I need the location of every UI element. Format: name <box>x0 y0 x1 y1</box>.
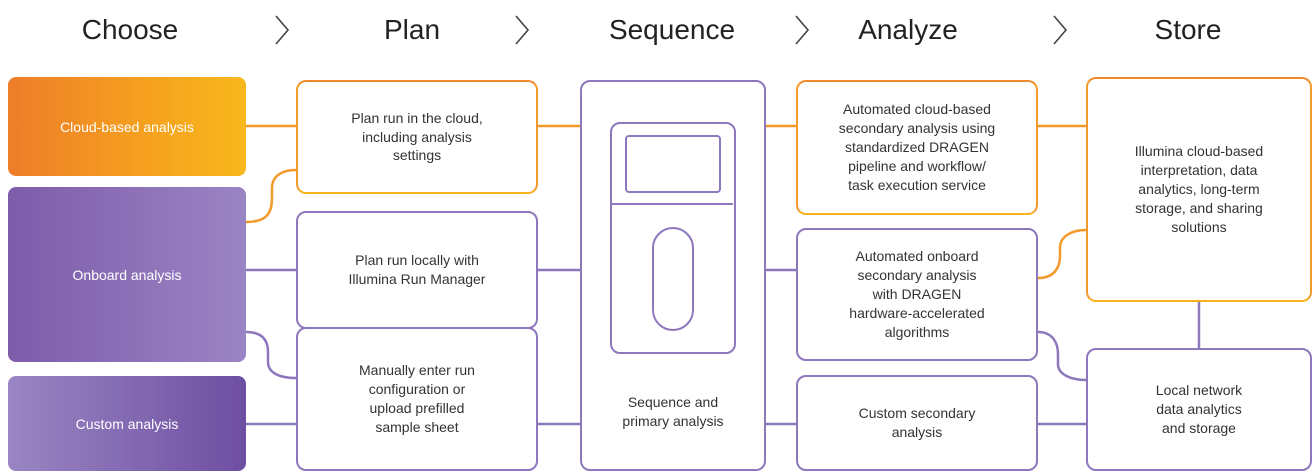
chevron-right-icon <box>515 15 530 45</box>
store-cloud-line: analytics, long-term <box>1138 181 1260 198</box>
plan-local-box: Plan run locally with Illumina Run Manag… <box>296 211 538 329</box>
plan-local-line: Plan run locally with <box>355 252 479 269</box>
instrument-slot <box>652 227 694 331</box>
choice-cloud-analysis: Cloud-based analysis <box>8 77 246 176</box>
plan-manual-line: Manually enter run <box>359 362 475 379</box>
plan-manual-line: upload prefilled <box>369 400 465 416</box>
analyze-cloud-line: pipeline and workflow/ <box>848 157 986 174</box>
store-cloud-line: solutions <box>1171 218 1227 235</box>
store-cloud-line: Illumina cloud-based <box>1134 143 1264 160</box>
analyze-custom-line: Custom secondary <box>858 405 976 422</box>
plan-cloud-line: settings <box>392 147 442 164</box>
plan-manual-line: configuration or <box>368 381 466 398</box>
plan-local-line: Illumina Run Manager <box>348 271 486 287</box>
stage-plan: Plan <box>383 14 441 45</box>
instrument-screen <box>625 135 721 193</box>
store-local-box: Local network data analytics and storage <box>1086 348 1312 471</box>
analyze-custom-line: analysis <box>891 424 943 440</box>
plan-cloud-line: including analysis <box>362 128 472 145</box>
store-cloud-line: storage, and sharing <box>1135 199 1263 216</box>
analyze-onboard-line: algorithms <box>884 323 950 340</box>
choice-onboard-label: Onboard analysis <box>72 266 182 283</box>
choice-custom-label: Custom analysis <box>75 415 179 432</box>
stage-sequence: Sequence <box>608 14 736 45</box>
analyze-onboard-line: Automated onboard <box>855 248 979 265</box>
choice-custom-analysis: Custom analysis <box>8 376 246 471</box>
store-cloud-box: Illumina cloud-based interpretation, dat… <box>1086 77 1312 302</box>
sequence-line: primary analysis <box>622 413 724 430</box>
analyze-onboard-line: secondary analysis <box>857 267 977 284</box>
analyze-onboard-line: with DRAGEN <box>872 286 962 303</box>
plan-manual-line: sample sheet <box>375 418 459 435</box>
analyze-cloud-line: Automated cloud-based <box>843 101 991 118</box>
store-local-line: Local network <box>1155 382 1243 399</box>
choice-cloud-label: Cloud-based analysis <box>60 118 194 135</box>
plan-cloud-box: Plan run in the cloud, including analysi… <box>296 80 538 194</box>
stage-store: Store <box>1154 14 1222 45</box>
chevron-right-icon <box>795 15 810 45</box>
analyze-onboard-line: hardware-accelerated <box>849 304 985 321</box>
chevron-right-icon <box>275 15 290 45</box>
sequencer-instrument-icon <box>610 122 736 354</box>
analyze-cloud-line: task execution service <box>848 176 986 193</box>
analyze-cloud-box: Automated cloud-based secondary analysis… <box>796 80 1038 215</box>
analyze-onboard-box: Automated onboard secondary analysis wit… <box>796 228 1038 361</box>
instrument-divider <box>612 203 733 205</box>
chevron-right-icon <box>1053 15 1068 45</box>
analyze-cloud-line: secondary analysis using <box>838 120 996 137</box>
store-cloud-line: interpretation, data <box>1140 162 1258 179</box>
store-local-line: and storage <box>1162 419 1236 436</box>
store-local-line: data analytics <box>1156 401 1242 418</box>
plan-cloud-line: Plan run in the cloud, <box>351 109 483 126</box>
analyze-cloud-line: standardized DRAGEN <box>845 139 989 156</box>
sequence-line: Sequence and <box>627 394 719 411</box>
stage-analyze: Analyze <box>858 14 958 45</box>
analyze-custom-box: Custom secondary analysis <box>796 375 1038 471</box>
plan-manual-box: Manually enter run configuration or uplo… <box>296 327 538 471</box>
stage-choose: Choose <box>81 14 179 45</box>
choice-onboard-analysis: Onboard analysis <box>8 187 246 362</box>
